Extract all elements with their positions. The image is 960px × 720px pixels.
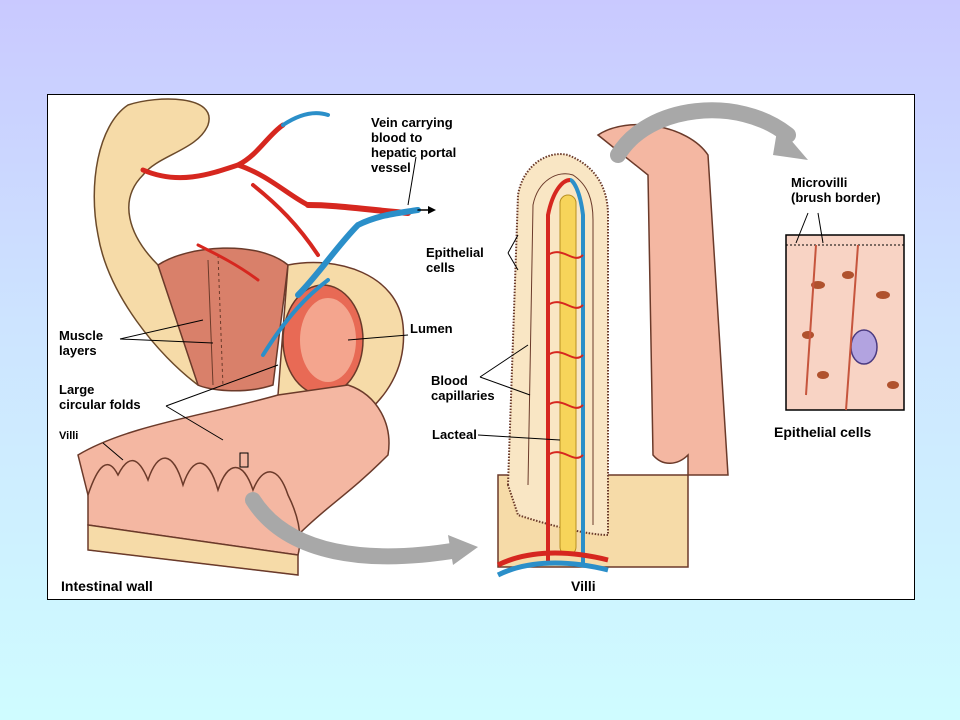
label-villi-small: Villi [59, 430, 79, 442]
capillary-red [546, 178, 571, 565]
caption-villi: Villi [571, 578, 596, 594]
label-vein: Vein carrying blood to hepatic portal ve… [371, 115, 457, 175]
label-microvilli: Microvilli (brush border) [791, 175, 881, 205]
capillary-blue [569, 178, 585, 565]
illustration [77, 98, 905, 578]
arrow-to-villus [245, 492, 466, 565]
label-lacteal: Lacteal [432, 427, 477, 442]
leader-lines [102, 156, 824, 461]
arrow-to-epithelium [610, 102, 796, 163]
caption-epithelial-cells: Epithelial cells [774, 424, 872, 440]
diagram-figure: Vein carrying blood to hepatic portal ve… [47, 94, 915, 600]
epithelial-cells-detail [785, 234, 905, 411]
label-muscle-layers: Muscle layers [59, 328, 104, 358]
label-epithelial-cells: Epithelial cells [426, 245, 484, 275]
nucleus [850, 329, 878, 365]
intestine-tube [77, 98, 405, 576]
villus [496, 123, 729, 578]
villi-row [87, 457, 301, 556]
villus-back [596, 123, 729, 476]
lacteal [559, 194, 577, 556]
muscle-band [157, 247, 289, 392]
label-lumen: Lumen [410, 321, 453, 336]
label-large-circular-folds: Large circular folds [59, 382, 141, 412]
label-blood-capillaries: Blood capillaries [431, 373, 495, 403]
blood-vessels [140, 111, 436, 357]
caption-intestinal-wall: Intestinal wall [61, 578, 153, 594]
